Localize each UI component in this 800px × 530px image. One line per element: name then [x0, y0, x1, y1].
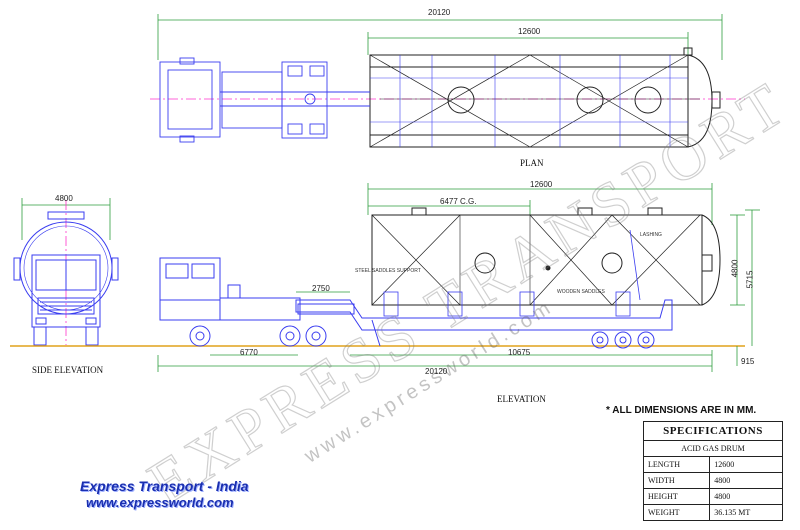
spec-value: 4800 — [709, 488, 783, 505]
spec-row: LENGTH 12600 — [642, 456, 783, 473]
elev-king-pin: 2750 — [312, 284, 330, 293]
spec-value: 4800 — [709, 472, 783, 489]
footer-website[interactable]: www.expressworld.com — [86, 495, 234, 510]
spec-label: LENGTH — [642, 456, 711, 473]
elevation-title: ELEVATION — [497, 394, 546, 404]
spec-row: HEIGHT 4800 — [642, 488, 783, 505]
elevation-view — [157, 183, 760, 372]
lashing-label: LASHING — [640, 232, 662, 238]
elev-cg: 6477 C.G. — [440, 197, 477, 206]
plan-overall-length: 20120 — [428, 8, 451, 17]
specifications-table: SPECIFICATIONS ACID GAS DRUM LENGTH 1260… — [642, 421, 783, 521]
elev-overall-height: 5715 — [745, 270, 755, 289]
spec-label: HEIGHT — [642, 488, 711, 505]
spec-row: WIDTH 4800 — [642, 472, 783, 489]
elev-ground-clearance: 915 — [741, 357, 755, 366]
elev-overall-length: 20120 — [425, 367, 448, 376]
elev-diameter: 4800 — [730, 259, 740, 278]
side-elevation-view — [13, 198, 119, 346]
side-elevation-title: SIDE ELEVATION — [32, 365, 104, 375]
spec-value: 36.135 MT — [709, 504, 783, 521]
elev-tractor-wheelbase: 6770 — [240, 348, 258, 357]
footer-company: Express Transport - India — [80, 478, 249, 494]
spec-title: SPECIFICATIONS — [643, 421, 783, 441]
dimensions-note: * ALL DIMENSIONS ARE IN MM. — [606, 405, 757, 416]
elev-tank-length: 12600 — [530, 180, 553, 189]
spec-label: WIDTH — [642, 472, 711, 489]
spec-label: WEIGHT — [642, 504, 711, 521]
elev-trailer-length: 10675 — [508, 348, 531, 357]
plan-title: PLAN — [520, 158, 544, 168]
side-width: 4800 — [55, 194, 73, 203]
steel-saddle-label: STEEL SADDLES SUPPORT — [355, 268, 421, 274]
wooden-saddle-label: WOODEN SADDLES — [557, 289, 605, 295]
spec-value: 12600 — [709, 456, 783, 473]
plan-view — [150, 14, 745, 148]
plan-tank-length: 12600 — [518, 27, 541, 36]
spec-row: WEIGHT 36.135 MT — [642, 504, 783, 521]
spec-subtitle: ACID GAS DRUM — [643, 440, 783, 457]
